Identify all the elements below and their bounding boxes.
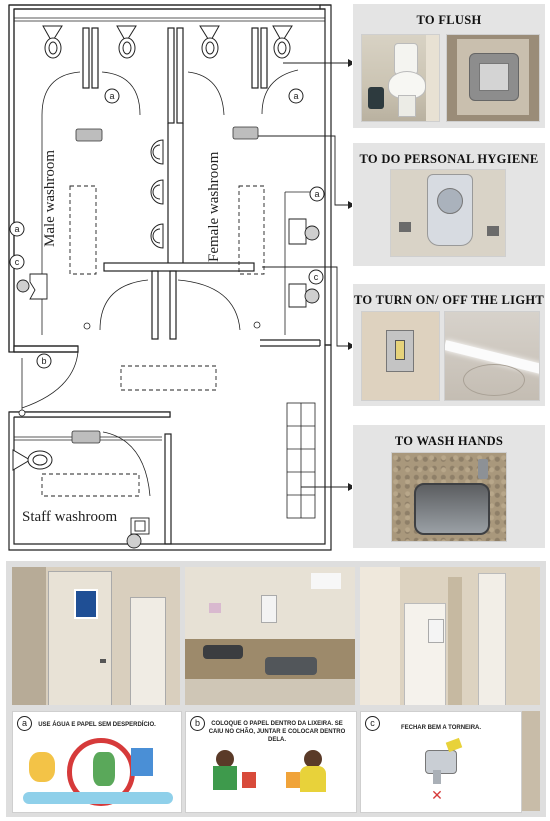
- staff-washroom-label: Staff washroom: [22, 509, 117, 525]
- svg-text:a: a: [109, 91, 114, 101]
- ceiling-light-photo: [444, 311, 540, 401]
- poster-b-text: COLOQUE O PAPEL DENTRO DA LIXEIRA. SE CA…: [208, 721, 346, 743]
- panel-title: TO WASH HANDS: [394, 434, 504, 448]
- poster-a-text: USE ÁGUA E PAPEL SEM DESPERDÍCIO.: [38, 722, 156, 728]
- marker-a-male-stall: a: [104, 88, 120, 104]
- marker-a-female-sink: a: [309, 186, 325, 202]
- poster-b: b COLOQUE O PAPEL DENTRO DA LIXEIRA. SE …: [185, 711, 357, 813]
- marker-a-female-stall: a: [288, 88, 304, 104]
- toilet-tank-icon: [42, 25, 63, 43]
- bottom-photo-area: a USE ÁGUA E PAPEL SEM DESPERDÍCIO. b CO…: [6, 561, 546, 817]
- marker-c-female: c: [308, 269, 324, 285]
- poster-marker-b: b: [190, 716, 205, 731]
- sink-photo: [391, 452, 507, 542]
- flush-button-photo: [446, 34, 540, 122]
- toilet-photo: [361, 34, 440, 122]
- male-washroom-label: Male washroom: [42, 150, 58, 247]
- poster-c: c FECHAR BEM A TORNEIRA. ✕: [360, 711, 522, 813]
- cross-icon: ✕: [431, 788, 443, 804]
- poster-marker-a: a: [17, 716, 32, 731]
- marker-a-male-wall: a: [9, 221, 25, 237]
- panel-title: TO FLUSH: [416, 13, 482, 27]
- panel-wash-hands: TO WASH HANDS: [353, 425, 545, 548]
- poster-c-text: FECHAR BEM A TORNEIRA.: [400, 725, 482, 731]
- washroom-floor-plan: Male washroom Female washroom Staff wash…: [8, 4, 352, 551]
- svg-text:c: c: [314, 272, 319, 282]
- poster-marker-c: c: [365, 716, 380, 731]
- panel-personal-hygiene: TO DO PERSONAL HYGIENE: [353, 143, 545, 266]
- light-switch-photo: [361, 311, 440, 401]
- svg-text:b: b: [41, 356, 46, 366]
- panel-light-switch: TO TURN ON/ OFF THE LIGHT: [353, 284, 545, 406]
- female-washroom-label: Female washroom: [206, 151, 222, 262]
- poster-a: a USE ÁGUA E PAPEL SEM DESPERDÍCIO.: [12, 711, 182, 813]
- entrance-photo: [12, 567, 180, 705]
- svg-text:a: a: [314, 189, 319, 199]
- svg-text:a: a: [14, 224, 19, 234]
- svg-text:a: a: [293, 91, 298, 101]
- paper-dispenser-photo: [390, 169, 506, 257]
- svg-text:c: c: [15, 257, 20, 267]
- marker-c-male: c: [9, 254, 25, 270]
- panel-title: TO TURN ON/ OFF THE LIGHT: [353, 293, 545, 307]
- stalls-photo: [360, 567, 540, 705]
- sink-counter-photo: [185, 567, 355, 705]
- panel-to-flush: TO FLUSH: [353, 4, 545, 128]
- marker-b-door: b: [36, 353, 52, 369]
- panel-title: TO DO PERSONAL HYGIENE: [359, 152, 539, 166]
- poster-c-wall: [522, 711, 540, 811]
